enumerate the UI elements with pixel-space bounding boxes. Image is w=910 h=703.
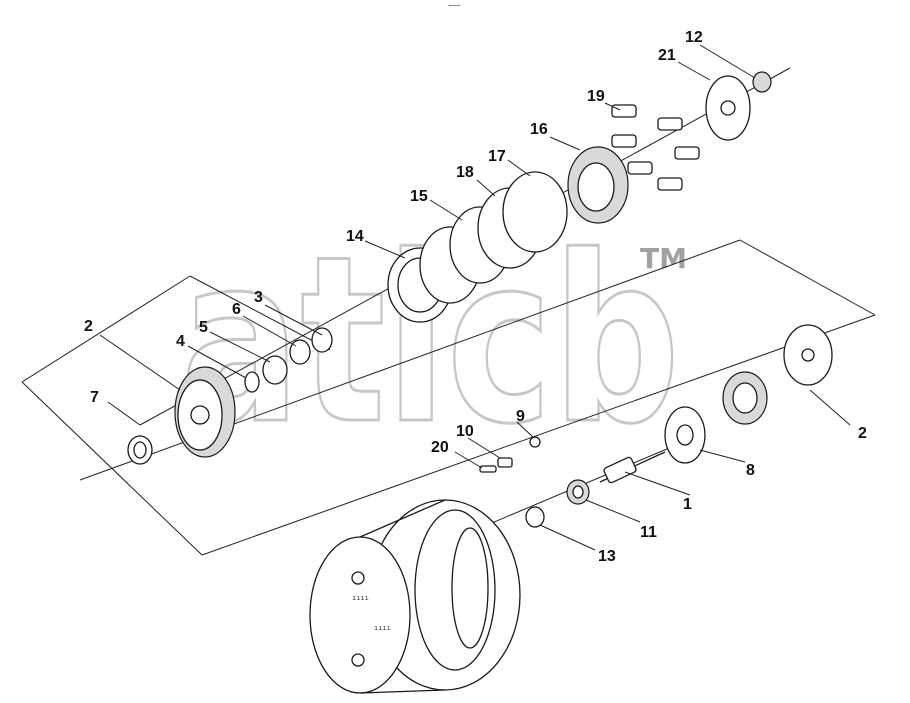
shaft-1	[599, 451, 666, 484]
callout-12: 12	[685, 29, 703, 46]
callout-leaders	[99, 44, 851, 551]
housing: ıııı ıııı	[309, 499, 521, 694]
callout-9: 9	[516, 408, 525, 425]
callout-10: 10	[456, 423, 474, 440]
piston-16	[567, 146, 629, 224]
valve-plate	[783, 324, 833, 386]
callout-5: 5	[199, 319, 208, 336]
friction-plates	[387, 171, 568, 323]
callout-16: 16	[530, 121, 548, 138]
callout-4: 4	[176, 333, 185, 350]
callout-3: 3	[254, 289, 263, 306]
callout-20: 20	[431, 439, 449, 456]
callout-14: 14	[346, 228, 364, 245]
callout-13: 13	[598, 548, 616, 565]
callout-8: 8	[746, 462, 755, 479]
cylinder-block	[722, 371, 768, 425]
callout-1: 1	[683, 496, 692, 513]
bearing-11	[566, 479, 590, 505]
callout-11: 11	[640, 524, 657, 541]
callout-2-left: 2	[84, 318, 93, 335]
callout-6: 6	[232, 301, 241, 318]
callout-19: 19	[587, 88, 605, 105]
callout-15: 15	[410, 188, 428, 205]
housing-marking-1: ıııı	[352, 594, 369, 602]
plate-21	[705, 75, 751, 141]
springs-19	[611, 104, 700, 191]
swash-plate-8	[664, 406, 706, 464]
callout-2-right: 2	[858, 425, 867, 442]
small-parts	[479, 436, 541, 473]
callout-18: 18	[456, 164, 474, 181]
corner-mark: ~~~	[448, 2, 461, 10]
callout-21: 21	[658, 47, 676, 64]
nut-12	[752, 71, 772, 93]
callout-labels: 1 2 2 3 4 5 6 7 8 9 10 11 12 13 14 15 16…	[84, 29, 867, 565]
housing-marking-2: ıııı	[374, 624, 391, 632]
callout-17: 17	[488, 148, 506, 165]
ring-set	[244, 327, 333, 393]
bearing-7	[127, 435, 153, 465]
callout-7: 7	[90, 389, 99, 406]
ring-13	[525, 506, 545, 528]
watermark-trademark: TM	[640, 242, 687, 275]
gear-assembly	[174, 366, 236, 458]
